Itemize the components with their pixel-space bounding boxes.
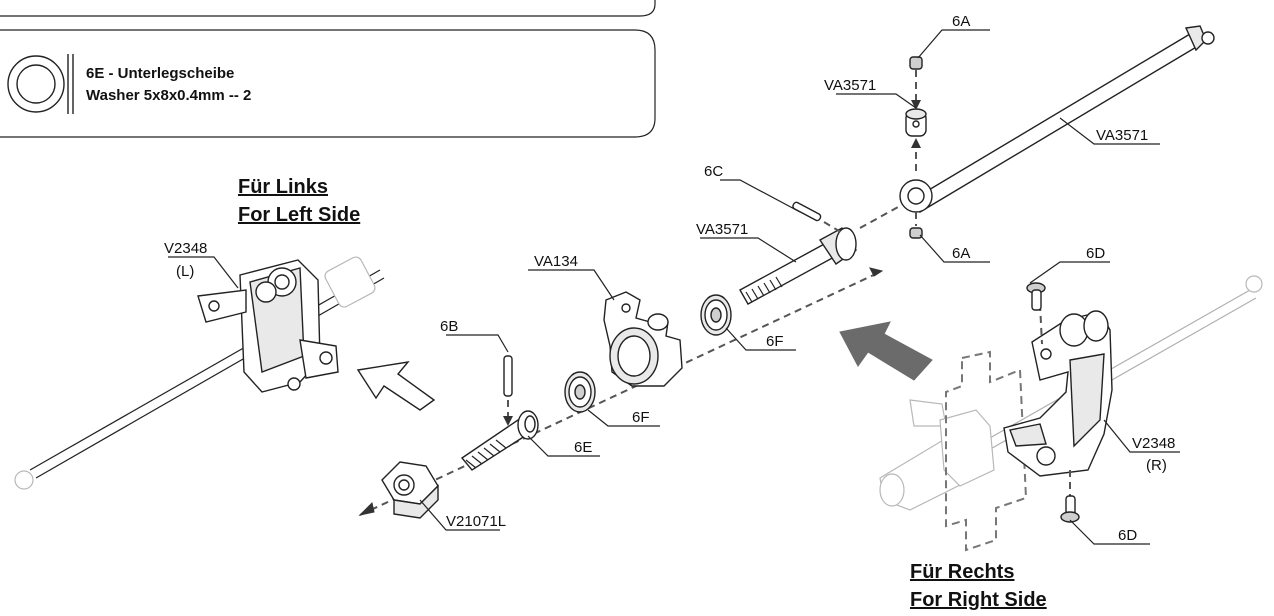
label-6f-right: 6F (766, 333, 784, 350)
part-va3571-axle (859, 25, 1215, 229)
top-box-fragment (0, 0, 656, 17)
direction-arrow-left (356, 361, 436, 411)
part-6c-pin (792, 201, 845, 235)
info-title: 6E - Unterlegscheibe (86, 65, 234, 82)
label-6e: 6E (574, 439, 592, 456)
heading-left-de: Für Links (238, 176, 328, 198)
label-6a-top: 6A (952, 13, 970, 30)
label-v2348-right: V2348 (1132, 435, 1175, 452)
label-v2348-left: V2348 (164, 240, 207, 257)
part-6b-pin (503, 355, 513, 426)
label-6b: 6B (440, 318, 458, 335)
part-6f-bearing-right (700, 294, 732, 336)
label-6f-left: 6F (632, 409, 650, 426)
washer-icon (7, 54, 74, 114)
label-6d-top: 6D (1086, 245, 1105, 262)
part-v21071l-nut (381, 461, 439, 519)
label-va3571-shaft: VA3571 (696, 221, 748, 238)
part-6f-bearing-left (564, 371, 596, 413)
right-hub-assembly (879, 275, 1263, 552)
heading-left-en: For Left Side (238, 204, 360, 226)
callout-leaders (168, 29, 1180, 545)
info-description: Washer 5x8x0.4mm -- 2 (86, 87, 251, 104)
label-6a-bottom: 6A (952, 245, 970, 262)
info-box: 6E - Unterlegscheibe Washer 5x8x0.4mm --… (0, 29, 656, 138)
part-va3571-collar (905, 56, 927, 239)
label-v2348-right-side: (R) (1146, 457, 1167, 474)
label-va134: VA134 (534, 253, 578, 270)
label-va3571-collar: VA3571 (824, 77, 876, 94)
label-v21071l: V21071L (446, 513, 506, 530)
heading-right-de: Für Rechts (910, 561, 1014, 583)
part-va3571-shaft (739, 227, 857, 305)
label-6c: 6C (704, 163, 723, 180)
direction-arrow-right (839, 321, 933, 381)
left-hub-assembly (14, 256, 385, 490)
label-v2348-left-side: (L) (176, 263, 194, 280)
heading-right-en: For Right Side (910, 589, 1047, 611)
label-6d-bottom: 6D (1118, 527, 1137, 544)
part-va134-carrier (603, 291, 683, 387)
label-va3571-axle: VA3571 (1096, 127, 1148, 144)
part-stub-axle (460, 410, 539, 471)
